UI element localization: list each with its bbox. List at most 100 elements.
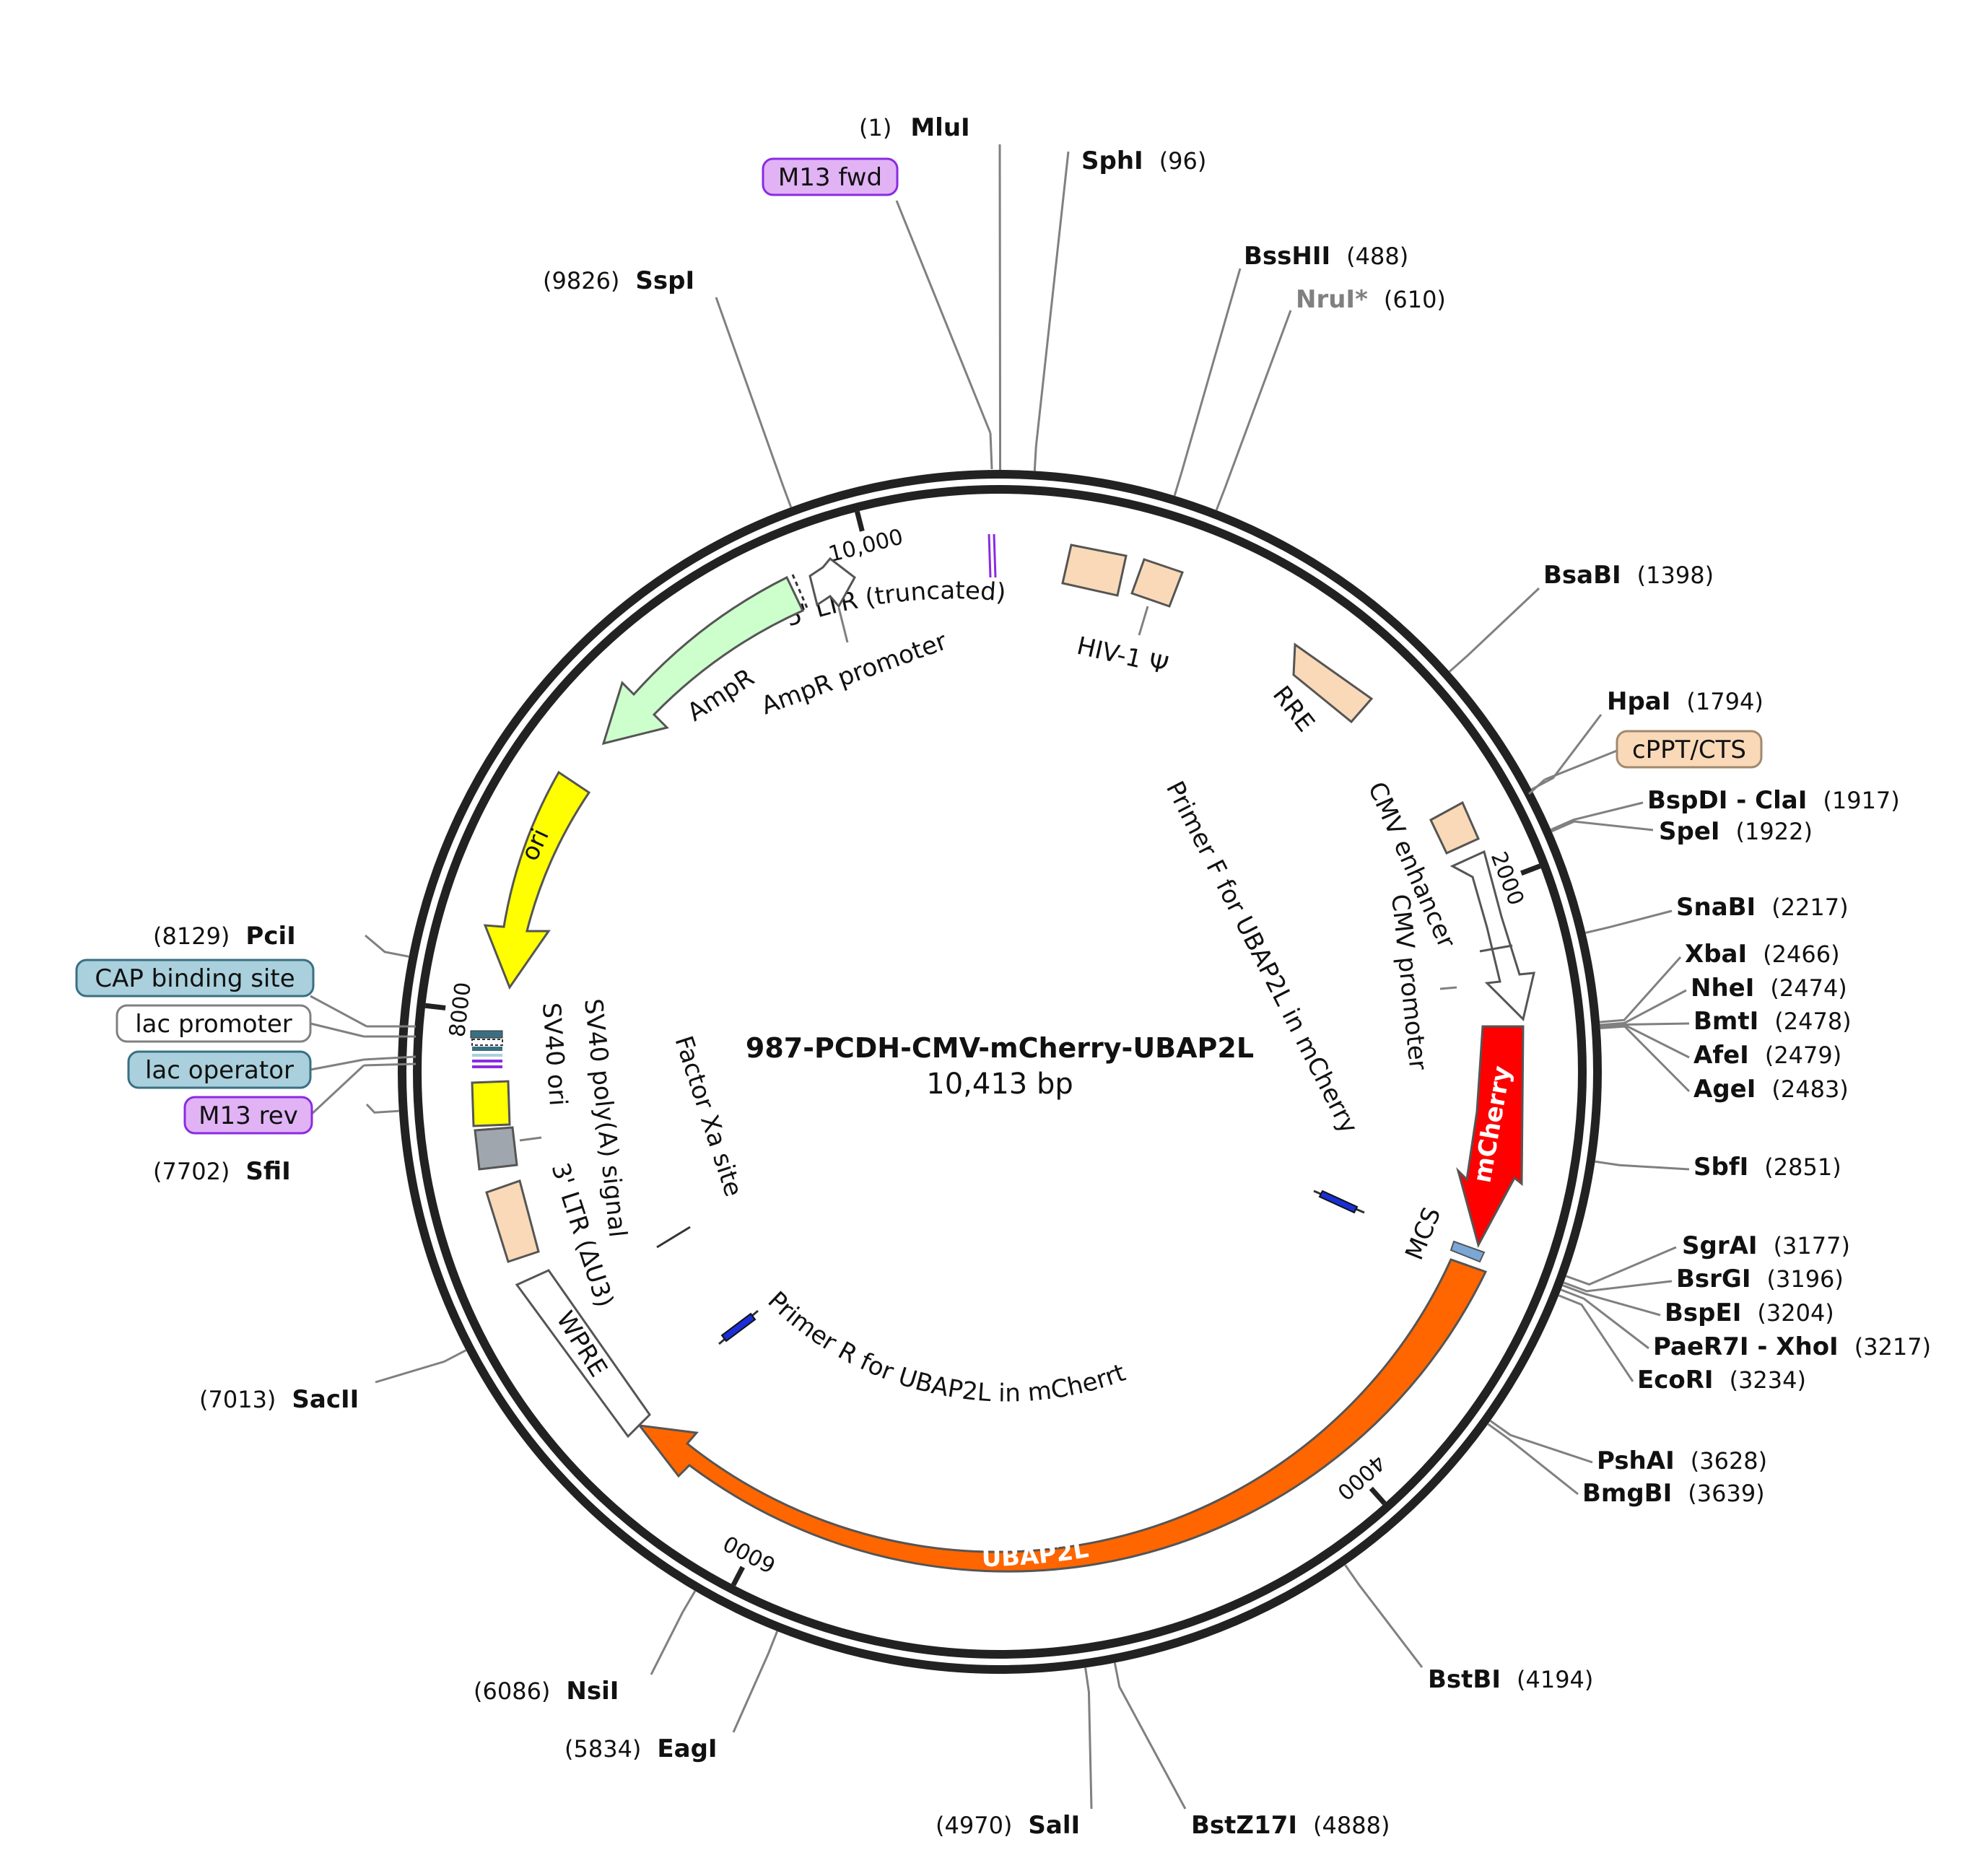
svg-text:BsrGI(3196): BsrGI(3196): [1676, 1265, 1844, 1293]
enzyme-leader: [715, 297, 793, 508]
svg-text:HpaI(1794): HpaI(1794): [1607, 687, 1764, 716]
enzyme-bmgbi: BmgBI(3639): [1582, 1479, 1765, 1508]
enzyme-leader: [1530, 714, 1603, 791]
enzyme-leader: [1595, 1160, 1690, 1171]
enzyme-leader: [1558, 1294, 1634, 1382]
svg-text:AgeI(2483): AgeI(2483): [1693, 1075, 1849, 1104]
enzyme-leader: [1562, 1284, 1661, 1317]
enzyme-ecori: EcoRI(3234): [1637, 1366, 1806, 1394]
factor-xa-label: Factor Xa site: [668, 1032, 747, 1200]
enzyme-nhei: NheI(2474): [1691, 974, 1847, 1003]
enzyme-leader: [365, 1103, 399, 1114]
primer-f-mark: [1313, 1190, 1365, 1214]
cap-binding-site-pill: CAP binding site: [75, 959, 416, 1028]
tick-label: 8000: [445, 981, 476, 1039]
svg-text:(7702)SfiI: (7702)SfiI: [153, 1157, 291, 1186]
feature-ltr5-boxes: [1061, 544, 1184, 608]
tick-mark: [1520, 863, 1541, 876]
enzyme-leader: [1600, 1023, 1690, 1059]
svg-text:PshAI(3628): PshAI(3628): [1597, 1446, 1767, 1475]
sv40-ori-label: SV40 ori: [536, 1002, 572, 1107]
enzyme-bstbi: BstBI(4194): [1428, 1665, 1593, 1694]
svg-text:BstBI(4194): BstBI(4194): [1428, 1665, 1593, 1694]
plasmid-size: 10,413 bp: [926, 1068, 1073, 1101]
enzyme-leader: [1449, 587, 1540, 673]
tick-mark: [424, 1003, 446, 1011]
mcherry-feature: [1456, 1025, 1525, 1249]
enzyme-leader: [1550, 801, 1644, 831]
enzyme-snabi: SnaBI(2217): [1676, 893, 1849, 922]
enzyme-bspei: BspEI(3204): [1665, 1298, 1834, 1327]
lac-promoter-pill: lac promoter: [115, 1004, 416, 1043]
cmv-enhancer-feature: [1429, 800, 1480, 855]
svg-text:NheI(2474): NheI(2474): [1691, 974, 1847, 1003]
wpre-feature: [515, 1269, 651, 1439]
primer-r-label: Primer R for UBAP2L in mCherrt: [762, 1286, 1130, 1408]
svg-text:BspEI(3204): BspEI(3204): [1665, 1298, 1834, 1327]
ampr-promoter-feature: [808, 556, 856, 608]
svg-text:(9826)SspI: (9826)SspI: [543, 266, 694, 295]
primer-f-label: Primer F for UBAP2L in mCherry: [1160, 777, 1364, 1138]
svg-text:BssHII(488): BssHII(488): [1244, 242, 1408, 271]
enzyme-leader: [1344, 1564, 1424, 1668]
backbone: [398, 470, 1602, 1674]
sv40-polya-feature: [474, 1126, 518, 1171]
enzyme-bsabi: BsaBI(1398): [1543, 561, 1714, 590]
svg-text:cPPT/CTS: cPPT/CTS: [1632, 736, 1746, 764]
svg-text:(6086)NsiI: (6086)NsiI: [474, 1677, 619, 1706]
svg-text:PaeR7I - XhoI(3217): PaeR7I - XhoI(3217): [1653, 1332, 1931, 1361]
mcs-label: MCS: [1400, 1203, 1447, 1264]
enzyme-bspdi-clai: BspDI - ClaI(1917): [1647, 786, 1900, 815]
enzyme-leader: [1489, 1420, 1593, 1464]
enzyme-leader: [1084, 1667, 1093, 1810]
m13-fwd-pill: M13 fwd: [762, 157, 993, 470]
tick-mark: [731, 1566, 745, 1586]
enzyme-sgrai: SgrAI(3177): [1682, 1231, 1850, 1260]
enzyme-bsrgi: BsrGI(3196): [1676, 1265, 1844, 1293]
svg-text:BsaBI(1398): BsaBI(1398): [1543, 561, 1714, 590]
enzyme-agei: AgeI(2483): [1693, 1075, 1849, 1104]
enzyme-bstz17i: BstZ17I(4888): [1191, 1811, 1390, 1840]
svg-text:M13 fwd: M13 fwd: [778, 163, 882, 192]
ori-feature: [483, 770, 591, 990]
enzyme-leader: [1600, 989, 1687, 1026]
enzyme-sacii: (7013)SacII: [199, 1385, 359, 1414]
enzyme-leader: [1113, 1662, 1187, 1810]
enzyme-leader: [1600, 956, 1682, 1023]
svg-text:CAP binding site: CAP binding site: [95, 964, 295, 993]
cppt-cts-pill: cPPT/CTS: [1527, 730, 1763, 795]
enzyme-nrui: NruI*(610): [1296, 285, 1446, 314]
enzyme-leader: [1487, 1423, 1579, 1496]
tick-mark: [1369, 1486, 1387, 1506]
enzyme-leader: [1033, 151, 1070, 471]
enzyme-leader: [1551, 820, 1654, 833]
enzyme-mlui: (1)MluI: [859, 113, 970, 142]
rre-feature: [1292, 642, 1374, 724]
enzyme-afei: AfeI(2479): [1693, 1041, 1841, 1070]
tick-mark: [855, 510, 865, 532]
tick-label: 10,000: [826, 524, 905, 567]
enzyme-sspi: (9826)SspI: [543, 266, 694, 295]
sv40-ori-feature: [471, 1080, 511, 1127]
enzyme-paer7i-xhoi: PaeR7I - XhoI(3217): [1653, 1332, 1931, 1361]
tick-label: 6000: [720, 1529, 780, 1577]
lac-operator-pill: lac operator: [127, 1050, 417, 1089]
enzyme-nsii: (6086)NsiI: [474, 1677, 619, 1706]
enzyme-pshai: PshAI(3628): [1597, 1446, 1767, 1475]
enzyme-bmti: BmtI(2478): [1693, 1007, 1852, 1036]
svg-text:(4970)SalI: (4970)SalI: [936, 1811, 1080, 1840]
svg-text:lac promoter: lac promoter: [135, 1010, 292, 1039]
ampr-feature: [601, 575, 805, 746]
svg-text:lac operator: lac operator: [145, 1056, 294, 1085]
enzyme-leader: [1585, 909, 1673, 934]
svg-text:(7013)SacII: (7013)SacII: [199, 1385, 359, 1414]
hiv-psi-label: HIV-1 Ψ: [1074, 632, 1171, 681]
svg-text:M13 rev: M13 rev: [199, 1101, 298, 1130]
enzyme-pcii: (8129)PciI: [153, 922, 296, 951]
svg-text:BspDI - ClaI(1917): BspDI - ClaI(1917): [1647, 786, 1900, 815]
svg-text:BmgBI(3639): BmgBI(3639): [1582, 1479, 1765, 1508]
svg-text:SgrAI(3177): SgrAI(3177): [1682, 1231, 1850, 1260]
feature-m13-fwd-mark: [988, 533, 997, 578]
enzyme-sphi: SphI(96): [1081, 147, 1206, 175]
